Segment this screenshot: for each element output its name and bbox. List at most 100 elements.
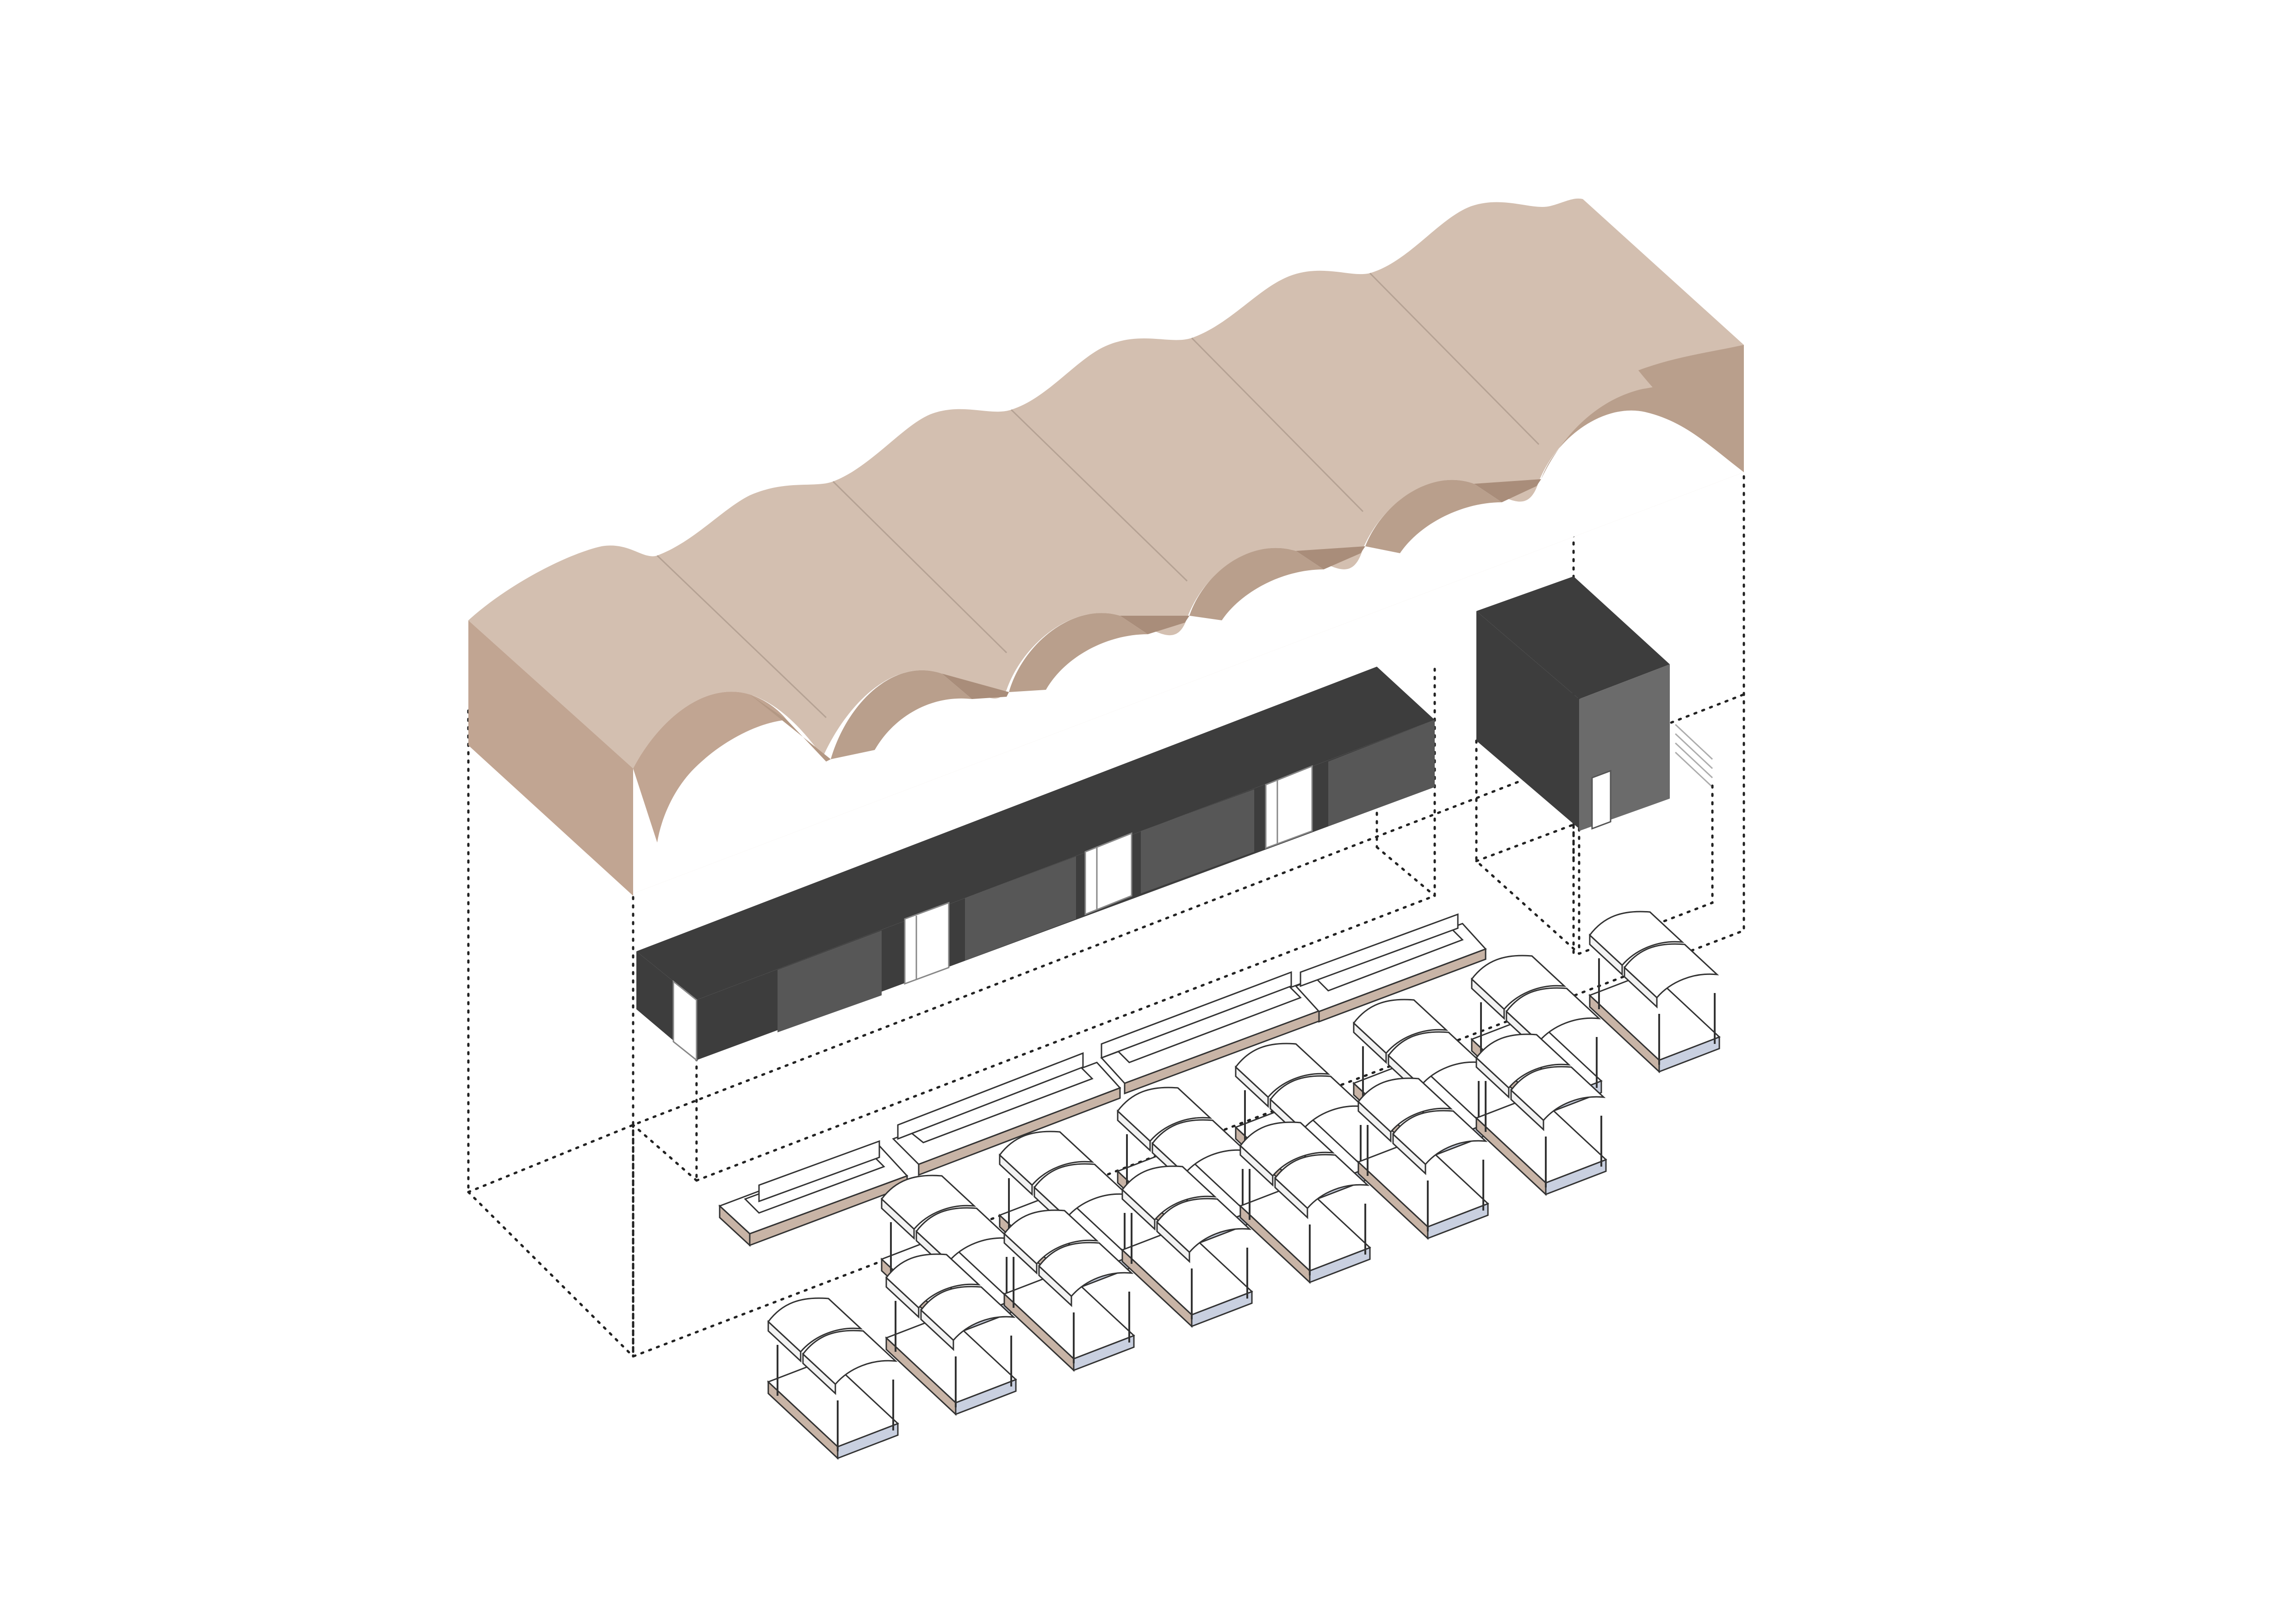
service-bar (636, 667, 1435, 1062)
lounger-cushion (1352, 999, 1449, 1055)
lounger-pair (1121, 1165, 1253, 1328)
projection-line (1375, 846, 1436, 897)
roof-vault-5 (1365, 480, 1502, 553)
bench (892, 1052, 1121, 1176)
roof-seam (832, 481, 1008, 654)
step-line (1674, 751, 1713, 788)
bench-platform-front (1318, 948, 1487, 1023)
vaulted-roof (468, 198, 1744, 896)
roof-vault-3-shadow (1120, 616, 1189, 634)
lounger-cushion-edge (1121, 1188, 1156, 1231)
lounger-cushion (1470, 955, 1567, 1011)
lounger-cushion-edge (1274, 1176, 1308, 1219)
roof-seam (1191, 337, 1364, 512)
lounger-pair (767, 1297, 899, 1460)
bench-back (758, 1140, 880, 1203)
lounger-cushion (1505, 987, 1601, 1043)
lounger-cushion (1234, 1043, 1331, 1099)
loungers-group (767, 911, 1721, 1460)
bar-panel (1328, 720, 1435, 826)
kiosk-front-face (1476, 611, 1579, 829)
lounger-cushion-edge (1003, 1232, 1038, 1275)
step-line (1674, 742, 1713, 779)
lounger-cushion (802, 1330, 898, 1386)
kiosk (1476, 576, 1713, 831)
lounger-cushion (767, 1297, 863, 1353)
lounger-cushion (998, 1131, 1095, 1187)
roof-seam (656, 555, 827, 718)
lounger-cushion-edge (1475, 1056, 1510, 1099)
step-line (1674, 724, 1713, 760)
bar-panel (965, 856, 1076, 961)
kiosk-door (1591, 769, 1612, 830)
roof-vault-3 (1009, 613, 1148, 692)
lounger-cushion (1116, 1087, 1213, 1143)
lounger-cushion-edge (1471, 977, 1505, 1020)
roof-arch-face (633, 410, 1744, 894)
lounger-cushion (1475, 1033, 1571, 1089)
bench (718, 1140, 908, 1247)
projection-line (1475, 811, 1607, 862)
lounger-cushion-edge (999, 1153, 1033, 1196)
bench-row (718, 913, 1487, 1247)
kiosk-footprint-outline (1475, 739, 1714, 955)
bench (1100, 971, 1325, 1095)
bench-back (897, 1052, 1084, 1140)
bar-door (672, 980, 697, 1062)
roof-vault-5-shadow (1474, 479, 1541, 502)
lounger-cushion-edge (1038, 1264, 1072, 1307)
lounger-cushion-edge (1156, 1220, 1190, 1263)
lounger-cushion-edge (885, 1276, 920, 1319)
lounger-cushion-edge (802, 1352, 836, 1395)
roof-seam (1010, 409, 1188, 582)
lounger-cushion-edge (1117, 1109, 1151, 1152)
lounger-cushion (1003, 1209, 1099, 1265)
lounger-pair (1003, 1209, 1135, 1372)
roof-vault-1-shadow (750, 694, 831, 762)
lounger-cushion-edge (1510, 1088, 1544, 1131)
roof-vault-1 (633, 692, 787, 843)
lounger-cushion (1357, 1077, 1453, 1133)
roof-front-face (468, 620, 633, 896)
lounger-cushion (1510, 1066, 1606, 1122)
lounger-pair (1475, 1033, 1607, 1196)
lounger-cushion-edge (1392, 1132, 1426, 1175)
lounger-cushion (1121, 1165, 1217, 1221)
roof-seams (656, 272, 1540, 718)
lounger-cushion-edge (1239, 1144, 1274, 1187)
roof-vault-2-shadow (942, 674, 1009, 699)
lounger-pair (1588, 911, 1721, 1074)
lounger-cushion (1038, 1242, 1134, 1298)
step-line (1674, 733, 1713, 769)
bench-platform-front (918, 1087, 1121, 1176)
lounger-cushion-edge (1357, 1100, 1392, 1143)
roof-vault-2 (831, 670, 972, 759)
lounger-pair (1357, 1077, 1489, 1240)
lounger-cushion (1623, 943, 1719, 999)
bench (1294, 913, 1487, 1023)
lounger-cushion-edge (1624, 966, 1658, 1009)
lounger-cushion-edge (1235, 1065, 1269, 1108)
lounger-cushion-edge (881, 1197, 915, 1240)
roof-end-face (1638, 345, 1744, 472)
projection-line (632, 1124, 698, 1182)
kiosk-steps (1674, 724, 1713, 788)
kiosk-top-face (1476, 576, 1670, 699)
lounger-cushion-edge (1353, 1021, 1387, 1064)
bar-doors (672, 765, 1313, 1062)
roof-vault-4-shadow (1296, 546, 1365, 569)
lounger-cushion (1239, 1121, 1335, 1177)
lounger-cushion (880, 1174, 977, 1230)
lounger-pair (1239, 1121, 1371, 1284)
lounger-cushion (1588, 911, 1685, 967)
lounger-cushion (1274, 1154, 1370, 1210)
lounger-cushion-edge (920, 1308, 954, 1351)
lounger-cushion (920, 1286, 1016, 1342)
bench-back (1300, 913, 1459, 987)
lounger-pair (885, 1253, 1017, 1416)
bench-back (1101, 971, 1292, 1059)
roof-vault-4 (1189, 548, 1324, 620)
bar-top-face (636, 667, 1435, 1000)
lounger-cushion (1392, 1110, 1488, 1166)
